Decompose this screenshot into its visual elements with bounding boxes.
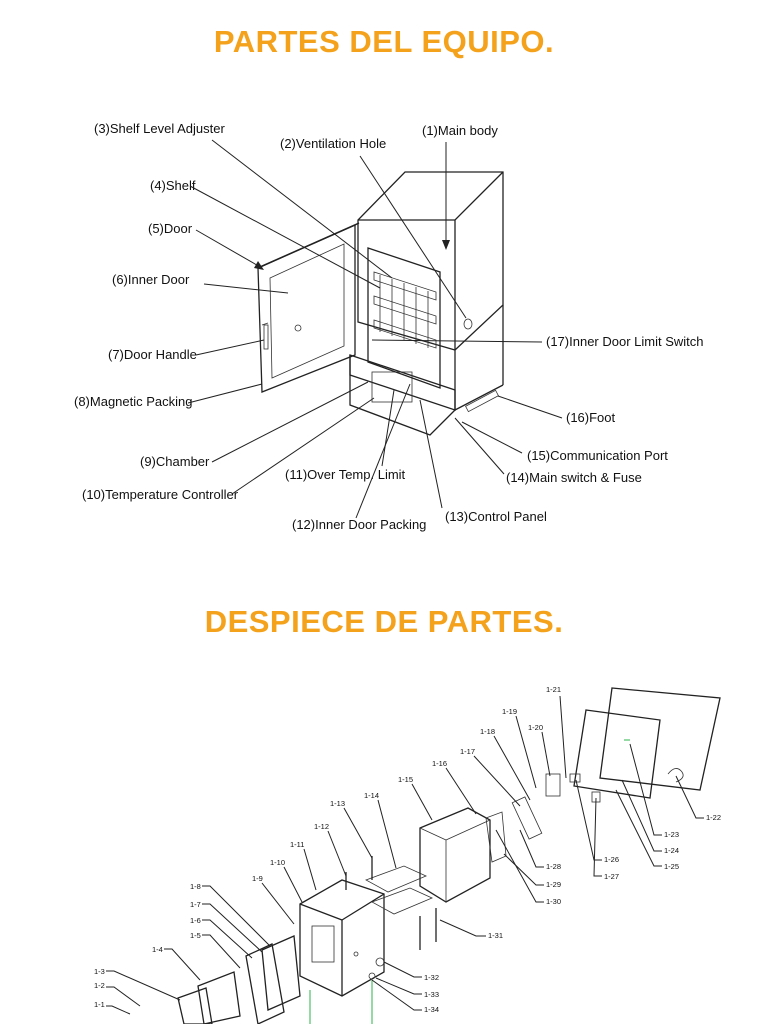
label-1-22: 1-22 bbox=[706, 813, 721, 822]
label-1-15: 1-15 bbox=[398, 775, 413, 784]
parts-heading: PARTES DEL EQUIPO. bbox=[213, 24, 555, 59]
label-1-6: 1-6 bbox=[190, 916, 201, 925]
label-1-16: 1-16 bbox=[432, 759, 447, 768]
label-1-25: 1-25 bbox=[664, 862, 679, 871]
label-1-19: 1-19 bbox=[502, 707, 517, 716]
exploded-parts-diagram: 1-1 1-2 1-3 1-4 1-5 1-6 1-7 1-8 1-9 1-10… bbox=[94, 685, 721, 1024]
exploded-heading: DESPIECE DE PARTES. bbox=[204, 604, 564, 639]
label-1-1: 1-1 bbox=[94, 1000, 105, 1009]
label-1-5: 1-5 bbox=[190, 931, 201, 940]
label-1-27: 1-27 bbox=[604, 872, 619, 881]
label-shelf: (4)Shelf bbox=[150, 178, 196, 193]
label-1-34: 1-34 bbox=[424, 1005, 439, 1014]
exploded-labels: 1-1 1-2 1-3 1-4 1-5 1-6 1-7 1-8 1-9 1-10… bbox=[94, 685, 721, 1014]
label-chamber: (9)Chamber bbox=[140, 454, 210, 469]
label-control-panel: (13)Control Panel bbox=[445, 509, 547, 524]
label-1-26: 1-26 bbox=[604, 855, 619, 864]
label-1-10: 1-10 bbox=[270, 858, 285, 867]
label-1-21: 1-21 bbox=[546, 685, 561, 694]
label-shelf-level-adjuster: (3)Shelf Level Adjuster bbox=[94, 121, 225, 136]
label-ventilation-hole: (2)Ventilation Hole bbox=[280, 136, 386, 151]
equipment-parts-diagram: (1)Main body (2)Ventilation Hole (3)Shel… bbox=[74, 121, 704, 532]
label-1-32: 1-32 bbox=[424, 973, 439, 982]
label-1-18: 1-18 bbox=[480, 727, 495, 736]
label-door: (5)Door bbox=[148, 221, 193, 236]
leader-lines bbox=[187, 139, 563, 519]
label-1-9: 1-9 bbox=[252, 874, 263, 883]
label-1-8: 1-8 bbox=[190, 882, 201, 891]
exploded-drawing bbox=[177, 687, 721, 1024]
label-1-2: 1-2 bbox=[94, 981, 105, 990]
label-1-14: 1-14 bbox=[364, 791, 379, 800]
label-foot: (16)Foot bbox=[566, 410, 616, 425]
label-1-30: 1-30 bbox=[546, 897, 561, 906]
label-1-13: 1-13 bbox=[330, 799, 345, 808]
label-1-28: 1-28 bbox=[546, 862, 561, 871]
label-1-20: 1-20 bbox=[528, 723, 543, 732]
label-1-4: 1-4 bbox=[152, 945, 163, 954]
label-inner-door-limit-switch: (17)Inner Door Limit Switch bbox=[546, 334, 704, 349]
exploded-leader-lines bbox=[106, 695, 704, 1015]
label-inner-door-packing: (12)Inner Door Packing bbox=[292, 517, 426, 532]
label-inner-door: (6)Inner Door bbox=[112, 272, 190, 287]
label-temperature-controller: (10)Temperature Controller bbox=[82, 487, 239, 502]
label-1-3: 1-3 bbox=[94, 967, 105, 976]
label-1-23: 1-23 bbox=[664, 830, 679, 839]
incubator-body-drawing bbox=[257, 171, 504, 436]
label-1-29: 1-29 bbox=[546, 880, 561, 889]
label-magnetic-packing: (8)Magnetic Packing bbox=[74, 394, 193, 409]
label-1-33: 1-33 bbox=[424, 990, 439, 999]
label-1-12: 1-12 bbox=[314, 822, 329, 831]
label-main-body: (1)Main body bbox=[422, 123, 498, 138]
label-1-17: 1-17 bbox=[460, 747, 475, 756]
label-1-24: 1-24 bbox=[664, 846, 679, 855]
label-over-temp-limit: (11)Over Temp. Limit bbox=[285, 467, 406, 482]
ventilation-hole bbox=[463, 318, 473, 330]
label-1-7: 1-7 bbox=[190, 900, 201, 909]
label-door-handle: (7)Door Handle bbox=[108, 347, 197, 362]
shelf-drawing bbox=[373, 271, 437, 349]
label-communication-port: (15)Communication Port bbox=[527, 448, 668, 463]
part-labels: (1)Main body (2)Ventilation Hole (3)Shel… bbox=[74, 121, 704, 532]
label-1-11: 1-11 bbox=[290, 840, 304, 849]
label-1-31: 1-31 bbox=[488, 931, 503, 940]
door-drawing bbox=[257, 222, 360, 393]
label-main-switch-fuse: (14)Main switch & Fuse bbox=[506, 470, 642, 485]
